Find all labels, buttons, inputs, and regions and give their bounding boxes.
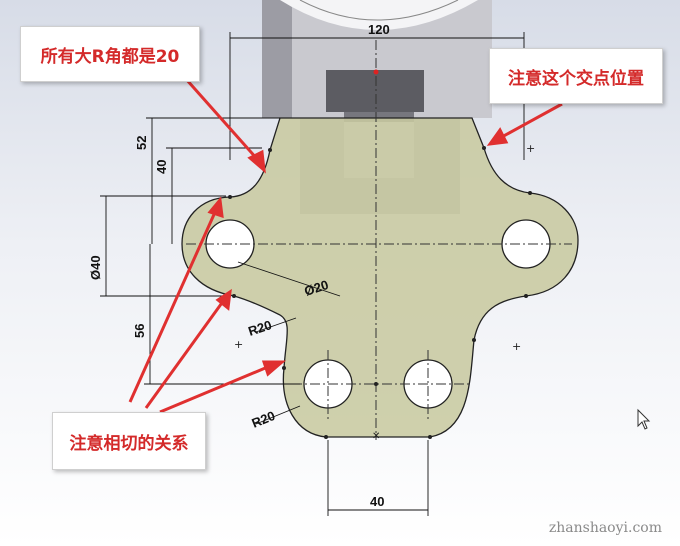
dim-dia-40: Ø40 bbox=[88, 255, 103, 280]
callout-tangent: 注意相切的关系 bbox=[52, 412, 206, 470]
dim-height-56: 56 bbox=[132, 324, 147, 338]
watermark: zhanshaoyi.com bbox=[548, 520, 662, 536]
dim-left-40: 40 bbox=[154, 160, 169, 174]
dim-radius-upper: R20 bbox=[246, 317, 273, 339]
callout-intersection: 注意这个交点位置 bbox=[489, 48, 663, 104]
svg-text:+: + bbox=[526, 142, 535, 155]
dim-hole-dia: Ø20 bbox=[302, 277, 330, 299]
svg-text:+: + bbox=[234, 338, 243, 351]
mouse-cursor-icon bbox=[637, 408, 651, 430]
centerlines bbox=[186, 40, 572, 440]
svg-text:✕: ✕ bbox=[372, 431, 380, 442]
callout-large-radius: 所有大R角都是20 bbox=[20, 26, 200, 82]
sketch-markers: ✕ + + + bbox=[228, 69, 535, 442]
sketch-profile bbox=[181, 117, 579, 438]
callout-arrows bbox=[128, 69, 563, 414]
dim-radius-lower: R20 bbox=[250, 408, 278, 431]
dim-bottom-40: 40 bbox=[370, 494, 384, 509]
dim-top-width: 120 bbox=[368, 22, 390, 37]
dimension-lines bbox=[100, 32, 525, 516]
svg-text:+: + bbox=[512, 340, 521, 353]
dim-left-52: 52 bbox=[134, 136, 149, 150]
